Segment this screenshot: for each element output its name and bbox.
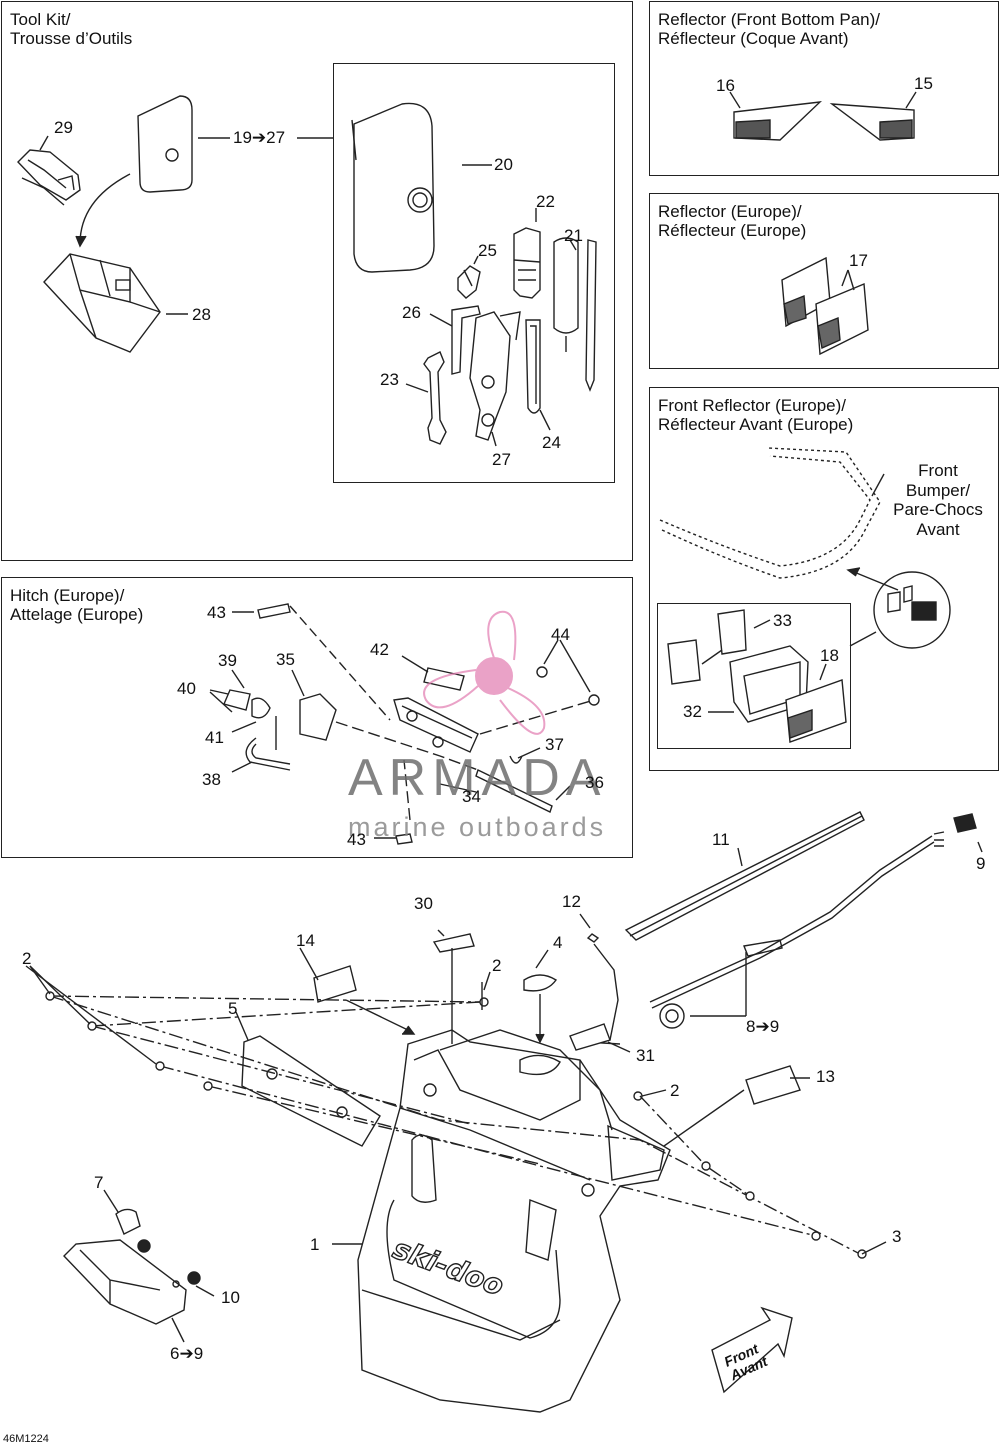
callout-39: 39 — [218, 651, 237, 670]
callout-12: 12 — [562, 892, 581, 911]
front-fascia-1 — [357, 1029, 671, 1413]
reflector-18 — [785, 679, 847, 743]
decals — [313, 933, 801, 1105]
watermark-propeller — [423, 610, 546, 735]
holder-clip-29 — [17, 149, 81, 206]
callout-7: 7 — [94, 1173, 104, 1192]
callout-2-left: 2 — [22, 949, 32, 968]
callout-38: 38 — [202, 770, 221, 789]
screwdriver-21 — [553, 237, 597, 392]
callout-31: 31 — [636, 1046, 655, 1065]
figure-reference: 46M1224 — [3, 1433, 49, 1445]
callout-5: 5 — [228, 999, 238, 1018]
callout-3: 3 — [892, 1227, 902, 1246]
callout-33: 33 — [773, 611, 792, 630]
panel-front-reflector-europe: Front Reflector (Europe)/ Réflecteur Ava… — [649, 387, 999, 771]
callout-8-9: 8➔9 — [746, 1017, 780, 1036]
multi-tool-27 — [469, 311, 521, 441]
wiring-harness-8-9 — [649, 813, 977, 1029]
callout-2-right: 2 — [670, 1081, 680, 1100]
fasteners — [45, 991, 867, 1259]
tool-box-28 — [43, 253, 161, 353]
callout-20: 20 — [494, 155, 513, 174]
callout-42: 42 — [370, 640, 389, 659]
callout-1: 1 — [310, 1235, 320, 1254]
strap-24 — [525, 319, 541, 414]
panel-reflector-europe: Reflector (Europe)/ Réflecteur (Europe) — [649, 193, 999, 369]
panel-tool-kit: Tool Kit/ Trousse d’Outils — [1, 1, 633, 561]
callout-13: 13 — [816, 1067, 835, 1086]
clip-25 — [457, 265, 481, 299]
lamp-6-9 — [63, 1239, 201, 1325]
callout-14: 14 — [296, 931, 315, 950]
callout-40: 40 — [177, 679, 196, 698]
reflector-15 — [829, 103, 915, 141]
callout-43-top: 43 — [207, 603, 226, 622]
callout-9: 9 — [976, 854, 986, 873]
callout-23: 23 — [380, 370, 399, 389]
panel-reflector-housing-detail — [657, 603, 851, 749]
front-bumper-note: Front Bumper/ Pare-Chocs Avant — [893, 461, 983, 539]
wrench-23 — [423, 351, 447, 445]
panel-title-hitch-europe: Hitch (Europe)/ Attelage (Europe) — [10, 586, 144, 624]
panel-reflector-bottom: Reflector (Front Bottom Pan)/ Réflecteur… — [649, 1, 999, 176]
callout-35: 35 — [276, 650, 295, 669]
callout-27: 27 — [492, 450, 511, 469]
callout-43-bottom: 43 — [347, 830, 366, 849]
callout-37: 37 — [545, 735, 564, 754]
callout-2-center: 2 — [492, 956, 502, 975]
callout-34: 34 — [462, 787, 481, 806]
callout-18: 18 — [820, 646, 839, 665]
callout-6-9: 6➔9 — [170, 1344, 204, 1363]
callout-26: 26 — [402, 303, 421, 322]
callout-41: 41 — [205, 728, 224, 747]
front-bumper-outline — [659, 447, 881, 579]
callout-19-27: 19➔27 — [233, 128, 286, 147]
watermark-tagline: marine outboards — [348, 812, 607, 842]
panel-title-front-reflector-europe: Front Reflector (Europe)/ Réflecteur Ava… — [658, 396, 854, 434]
callout-32: 32 — [683, 702, 702, 721]
callout-28: 28 — [192, 305, 211, 324]
panel-title-reflector-europe: Reflector (Europe)/ Réflecteur (Europe) — [658, 202, 807, 240]
callout-16: 16 — [716, 76, 735, 95]
reflectors-17 — [781, 256, 869, 356]
hex-key-26 — [451, 305, 481, 375]
callout-15: 15 — [914, 74, 933, 93]
front-arrow-shape — [711, 1306, 793, 1394]
watermark-brand: ARMADA — [348, 749, 607, 807]
spark-plug-socket-22 — [513, 208, 541, 299]
callout-21: 21 — [564, 226, 583, 245]
tool-bag-small — [137, 95, 193, 193]
callout-22: 22 — [536, 192, 555, 211]
callout-30: 30 — [414, 894, 433, 913]
panel-tool-kit-contents — [333, 63, 615, 483]
callout-4: 4 — [553, 933, 563, 952]
callout-11: 11 — [712, 830, 730, 849]
callout-25: 25 — [478, 241, 497, 260]
tool-bag-large-20 — [351, 102, 435, 273]
side-panel-5 — [241, 1035, 381, 1147]
callout-17: 17 — [849, 251, 868, 270]
callout-36: 36 — [585, 773, 604, 792]
callout-29: 29 — [54, 118, 73, 137]
panel-title-tool-kit: Tool Kit/ Trousse d’Outils — [10, 10, 133, 48]
strip-11 — [624, 811, 865, 941]
reflector-16 — [733, 101, 823, 141]
callout-10: 10 — [221, 1288, 240, 1307]
panel-hitch-europe: Hitch (Europe)/ Attelage (Europe) — [1, 577, 633, 858]
callout-44: 44 — [551, 625, 570, 644]
bulb-7 — [115, 1208, 141, 1235]
callout-24: 24 — [542, 433, 561, 452]
panel-title-reflector-bottom: Reflector (Front Bottom Pan)/ Réflecteur… — [658, 10, 881, 48]
